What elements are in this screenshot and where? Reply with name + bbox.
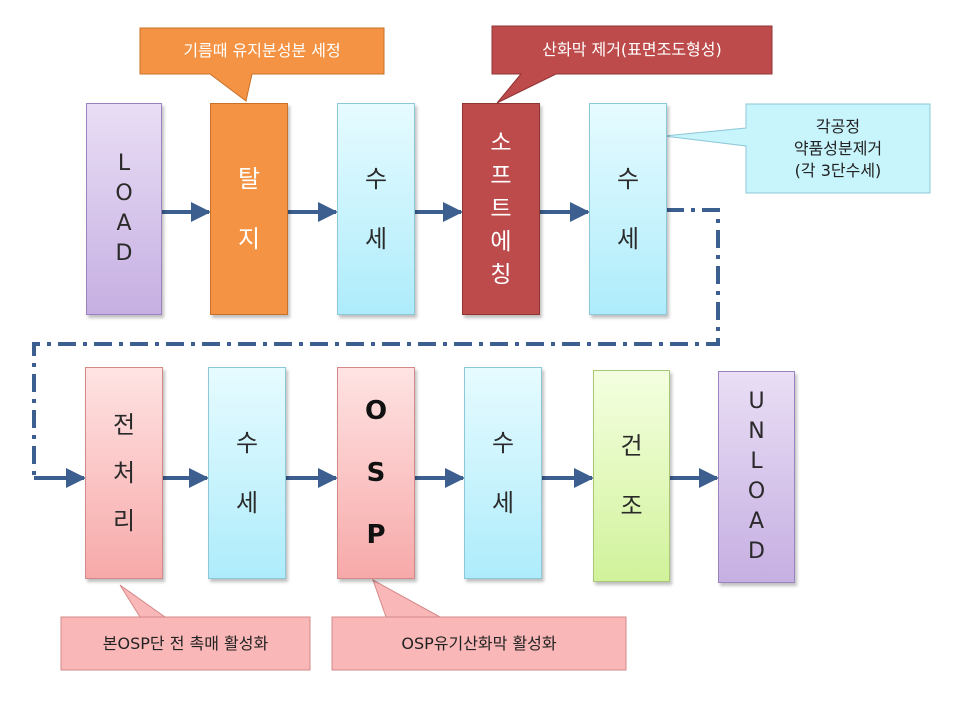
pretreatment-char: 리: [112, 507, 136, 535]
drying-char: 조: [620, 492, 643, 520]
osp-char: P: [366, 520, 386, 550]
dashed-return-line: [32, 208, 720, 478]
soft-etch-char: 에: [490, 228, 512, 255]
callout-oxide-text: 산화막 제거(표면조도형성): [542, 40, 722, 59]
callout-degrease-text: 기름때 유지분성분 세정: [183, 41, 341, 60]
osp-char: S: [366, 458, 386, 488]
rinse-char: 세: [616, 225, 640, 253]
rinse-box-3: 수 세: [208, 367, 286, 579]
rinse-char: 수: [491, 429, 515, 457]
soft-etch-box: 소 프 트 에 칭: [462, 103, 540, 315]
soft-etch-char: 트: [490, 195, 512, 222]
callout-osp-shape: [331, 578, 627, 671]
load-char: D: [115, 241, 133, 266]
degreasing-box: 탈 지: [210, 103, 288, 315]
rinse-char: 수: [616, 165, 640, 193]
callout-catalyst-shape: [60, 584, 311, 671]
drying-char: 건: [620, 432, 643, 460]
unload-char: U: [748, 389, 765, 414]
load-box: L O A D: [86, 103, 162, 315]
rinse-char: 수: [364, 165, 388, 193]
callout-rinse-line: (각 3단수세): [794, 160, 882, 180]
unload-box: U N L O A D: [718, 371, 795, 583]
load-char: L: [117, 151, 131, 176]
soft-etch-char: 소: [490, 129, 512, 156]
unload-char: N: [748, 419, 765, 444]
rinse-char: 세: [364, 225, 388, 253]
callout-rinse-line: 각공정: [815, 116, 861, 136]
degreasing-char: 탈: [237, 165, 261, 193]
soft-etch-char: 프: [490, 162, 512, 189]
callout-rinse-line: 약품성분제거: [793, 138, 883, 158]
callout-rinse-shape: [663, 103, 931, 194]
unload-char: D: [748, 539, 765, 564]
rinse-box-2: 수 세: [589, 103, 667, 315]
drying-box: 건 조: [593, 370, 670, 582]
callout-catalyst-text: 본OSP단 전 촉매 활성화: [102, 633, 269, 653]
rinse-char: 세: [491, 489, 515, 517]
rinse-char: 수: [235, 429, 259, 457]
rinse-box-1: 수 세: [337, 103, 415, 315]
pretreatment-char: 처: [112, 459, 136, 487]
unload-char: O: [747, 479, 766, 504]
osp-box: O S P: [337, 367, 415, 579]
rinse-box-4: 수 세: [464, 367, 542, 579]
callout-oxide-shape: [491, 25, 773, 104]
unload-char: A: [748, 509, 765, 534]
unload-char: L: [750, 449, 763, 474]
degreasing-char: 지: [237, 225, 261, 253]
osp-char: O: [364, 396, 388, 426]
load-char: O: [115, 181, 133, 206]
pretreatment-char: 전: [112, 411, 136, 439]
pretreatment-box: 전 처 리: [85, 367, 163, 579]
callout-osp-activation-text: OSP유기산화막 활성화: [401, 633, 557, 653]
soft-etch-char: 칭: [490, 261, 512, 288]
rinse-char: 세: [235, 489, 259, 517]
callout-rinse-text: 각공정 약품성분제거 (각 3단수세): [746, 104, 930, 193]
callout-degrease-shape: [139, 27, 385, 102]
load-char: A: [116, 211, 132, 236]
